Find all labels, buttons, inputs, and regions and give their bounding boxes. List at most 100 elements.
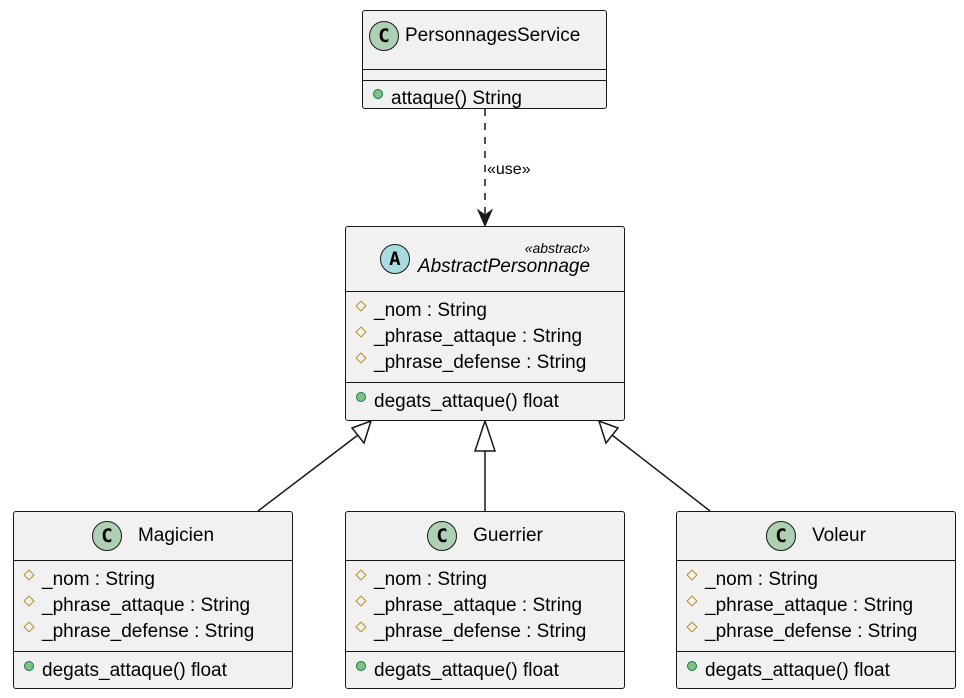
protected-visibility-icon: [686, 569, 698, 581]
method-text: degats_attaque() float: [374, 391, 559, 412]
attribute-text: _nom : String: [374, 300, 487, 321]
protected-visibility-icon: [355, 595, 367, 607]
personnages-service-class[interactable]: C PersonnagesService attaque() String: [362, 10, 607, 109]
divider: [677, 560, 955, 561]
attribute-row: _nom : String: [346, 567, 624, 593]
public-visibility-icon: [24, 661, 34, 671]
protected-visibility-icon: [23, 621, 35, 633]
attribute-row: _phrase_attaque : String: [346, 324, 624, 350]
divider: [14, 651, 292, 652]
class-name: Magicien: [137, 525, 215, 546]
class-header: C Magicien: [14, 512, 292, 560]
class-name: PersonnagesService: [405, 25, 581, 46]
voleur-class[interactable]: C Voleur _nom : String _phrase_attaque :…: [676, 511, 956, 689]
protected-visibility-icon: [355, 621, 367, 633]
divider: [363, 80, 606, 81]
method-row: degats_attaque() float: [14, 658, 292, 684]
attribute-row: _phrase_defense : String: [677, 619, 955, 645]
attribute-row: _phrase_defense : String: [346, 619, 624, 645]
attribute-row: _phrase_defense : String: [346, 350, 624, 376]
attribute-text: _nom : String: [705, 569, 818, 590]
methods-section: degats_attaque() float: [346, 383, 624, 415]
guerrier-class[interactable]: C Guerrier _nom : String _phrase_attaque…: [345, 511, 625, 689]
attributes-section: _nom : String _phrase_attaque : String _…: [346, 561, 624, 651]
attribute-row: _nom : String: [14, 567, 292, 593]
public-visibility-icon: [356, 661, 366, 671]
class-header: C PersonnagesService: [363, 11, 606, 61]
divider: [346, 291, 624, 292]
title-stack: «abstract» AbstractPersonnage: [418, 240, 590, 278]
attributes-section: _nom : String _phrase_attaque : String _…: [346, 292, 624, 382]
class-name: Guerrier: [473, 525, 543, 546]
method-row: attaque() String: [363, 86, 606, 112]
public-visibility-icon: [687, 661, 697, 671]
class-header: C Voleur: [677, 512, 955, 560]
protected-visibility-icon: [355, 326, 367, 338]
abstract-personnage-class[interactable]: A «abstract» AbstractPersonnage _nom : S…: [345, 226, 625, 421]
attribute-text: _phrase_attaque : String: [42, 595, 251, 616]
attribute-text: _nom : String: [374, 569, 487, 590]
attribute-text: _phrase_defense : String: [705, 621, 918, 642]
inheritance-line-magicien: [257, 434, 359, 512]
class-badge-icon: C: [369, 21, 399, 51]
attributes-section: [363, 70, 606, 80]
method-text: degats_attaque() float: [705, 660, 890, 681]
class-name: Voleur: [812, 525, 866, 546]
attribute-row: _nom : String: [677, 567, 955, 593]
method-row: degats_attaque() float: [346, 389, 624, 415]
public-visibility-icon: [373, 89, 383, 99]
use-label: «use»: [487, 161, 531, 178]
inheritance-arrowhead-voleur: [597, 419, 620, 445]
divider: [677, 651, 955, 652]
method-row: degats_attaque() float: [346, 658, 624, 684]
attribute-row: _phrase_attaque : String: [14, 593, 292, 619]
protected-visibility-icon: [686, 621, 698, 633]
method-text: degats_attaque() float: [374, 660, 559, 681]
class-header: A «abstract» AbstractPersonnage: [346, 227, 624, 291]
class-badge-icon: C: [766, 521, 797, 551]
methods-section: degats_attaque() float: [677, 652, 955, 684]
attribute-text: _phrase_attaque : String: [374, 595, 583, 616]
divider: [346, 382, 624, 383]
attribute-row: _phrase_attaque : String: [346, 593, 624, 619]
attribute-row: _nom : String: [346, 298, 624, 324]
methods-section: attaque() String: [363, 81, 606, 112]
attribute-text: _phrase_defense : String: [42, 621, 255, 642]
attributes-section: _nom : String _phrase_attaque : String _…: [14, 561, 292, 651]
divider: [14, 560, 292, 561]
class-badge-icon: C: [427, 521, 458, 551]
magicien-class[interactable]: C Magicien _nom : String _phrase_attaque…: [13, 511, 293, 689]
protected-visibility-icon: [355, 569, 367, 581]
method-row: degats_attaque() float: [677, 658, 955, 684]
attribute-text: _phrase_attaque : String: [374, 326, 583, 347]
method-text: attaque() String: [391, 88, 522, 109]
divider: [363, 69, 606, 70]
stereotype-label: «abstract»: [524, 240, 591, 256]
inheritance-line-voleur: [611, 434, 711, 512]
use-arrowhead: [476, 208, 494, 228]
inheritance-arrowhead-magicien: [350, 419, 373, 445]
methods-section: degats_attaque() float: [14, 652, 292, 684]
divider: [346, 651, 624, 652]
protected-visibility-icon: [355, 352, 367, 364]
attribute-text: _nom : String: [42, 569, 155, 590]
attribute-row: _phrase_attaque : String: [677, 593, 955, 619]
protected-visibility-icon: [355, 300, 367, 312]
divider: [346, 560, 624, 561]
attribute-text: _phrase_defense : String: [374, 352, 587, 373]
public-visibility-icon: [356, 392, 366, 402]
method-text: degats_attaque() float: [42, 660, 227, 681]
protected-visibility-icon: [686, 595, 698, 607]
attribute-text: _phrase_attaque : String: [705, 595, 914, 616]
protected-visibility-icon: [23, 595, 35, 607]
class-badge-icon: C: [91, 521, 122, 551]
attributes-section: _nom : String _phrase_attaque : String _…: [677, 561, 955, 651]
inheritance-arrowhead-guerrier: [473, 418, 497, 452]
attribute-row: _phrase_defense : String: [14, 619, 292, 645]
abstract-badge-icon: A: [379, 244, 410, 274]
attribute-text: _phrase_defense : String: [374, 621, 587, 642]
class-header: C Guerrier: [346, 512, 624, 560]
methods-section: degats_attaque() float: [346, 652, 624, 684]
